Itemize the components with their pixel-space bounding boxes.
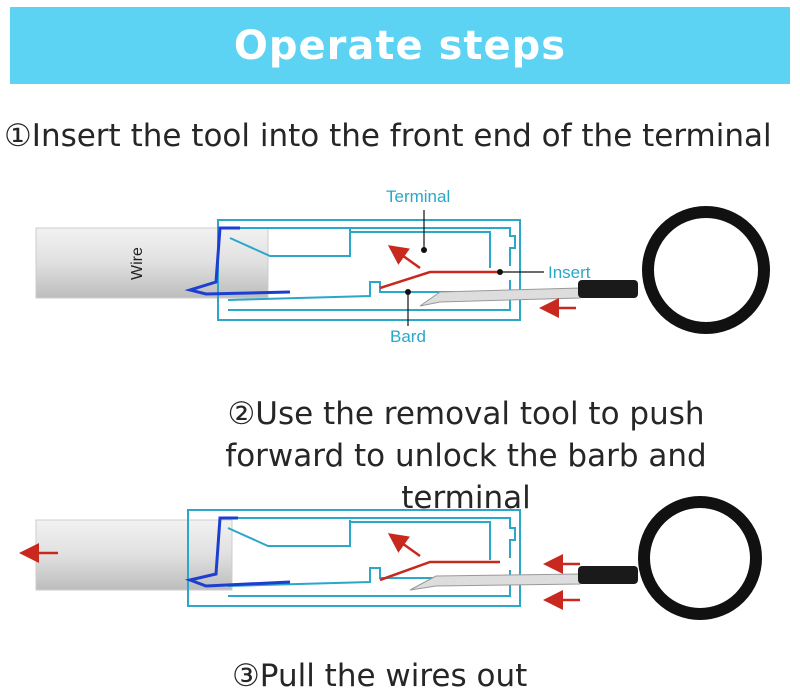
- wire-label: Wire: [129, 247, 146, 280]
- tool-ring: [642, 206, 770, 334]
- crimp-bracket: [184, 226, 291, 296]
- wire: [35, 519, 233, 591]
- barb: [379, 560, 500, 582]
- bard-pointer-dot: [405, 289, 411, 295]
- tool-handle: [578, 280, 638, 298]
- step-3-diagram: [19, 496, 762, 620]
- terminal-arrow: [387, 533, 421, 558]
- bard-label: Bard: [390, 327, 426, 346]
- barb: [379, 270, 500, 290]
- step-1-caption: ①Insert the tool into the front end of t…: [4, 118, 772, 154]
- step-3-text: Pull the wires out: [259, 658, 528, 694]
- wire: [35, 227, 269, 299]
- insert-pointer-dot: [497, 269, 503, 275]
- tool-blade: [419, 287, 581, 307]
- crimp-bracket: [184, 516, 291, 588]
- insert-label: Insert: [548, 263, 591, 282]
- step-3-number: ③: [232, 658, 260, 694]
- step-2-number: ②: [227, 396, 256, 432]
- terminal-arrow: [387, 245, 421, 270]
- step-1-text: Insert the tool into the front end of th…: [31, 118, 772, 154]
- banner-title: Operate steps: [233, 22, 567, 69]
- step-1-diagram: Wire Terminal Insert Bard: [35, 187, 770, 346]
- terminal-outline: [187, 509, 521, 607]
- tool-blade: [409, 573, 581, 591]
- tool-ring: [638, 496, 762, 620]
- terminal-label: Terminal: [386, 187, 450, 206]
- terminal-pointer-dot: [421, 247, 427, 253]
- step-3-caption: ③Pull the wires out: [232, 658, 527, 694]
- title-banner: Operate steps: [10, 7, 790, 84]
- step-1-number: ①: [4, 118, 32, 154]
- tool-handle: [578, 566, 638, 584]
